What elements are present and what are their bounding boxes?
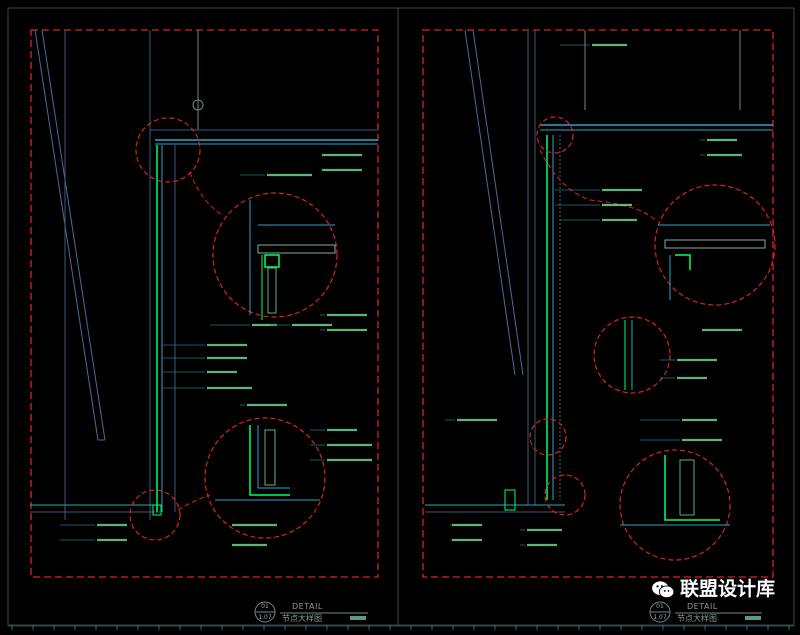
detail-number-right: 01 <box>656 603 664 610</box>
detail-title-right: DETAIL <box>687 602 718 611</box>
detail-number-left: 01 <box>261 603 269 610</box>
left-title-block <box>254 601 368 623</box>
right-detail <box>422 29 776 578</box>
detail-subtitle-left: 节点大样图 <box>282 614 322 623</box>
sheet-number-left: 1.07 <box>258 614 272 621</box>
wechat-icon <box>652 580 675 598</box>
sheet-number-right: 1.07 <box>653 614 667 621</box>
left-detail <box>30 29 379 578</box>
watermark-text: 联盟设计库 <box>680 578 776 600</box>
watermark: 联盟设计库 <box>650 579 775 600</box>
right-title-block <box>649 601 762 623</box>
detail-title-left: DETAIL <box>292 602 323 611</box>
scale-ticks <box>11 625 790 630</box>
sheet-frame <box>7 7 795 627</box>
detail-subtitle-right: 节点大样图 <box>677 614 717 623</box>
left-boundary <box>30 29 379 578</box>
right-boundary <box>422 29 774 578</box>
